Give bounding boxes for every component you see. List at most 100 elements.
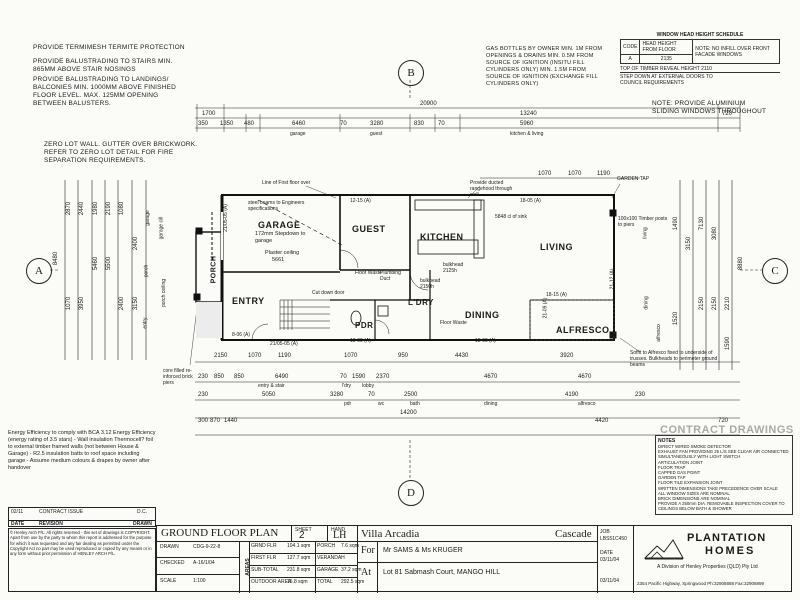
legend-item-5: GARDEN TAP bbox=[658, 475, 686, 481]
job-number: LBS51C450 bbox=[600, 536, 627, 542]
stair-balustrade-note: PROVIDE BALUSTRADING TO STAIRS MIN. 865M… bbox=[33, 58, 173, 73]
drawn-label: DRAWN bbox=[160, 544, 179, 550]
revision-table: 02/11 CONTRACT ISSUE D.C. DATE REVISION … bbox=[8, 507, 156, 527]
dim-bot3-6: 230 bbox=[635, 392, 646, 398]
dim-bot4-1: 870 bbox=[210, 418, 221, 424]
dim-top3-1: 1070 bbox=[568, 171, 582, 177]
dim-top2-8: 5960 bbox=[520, 121, 534, 127]
dim-top2-4: 70 bbox=[340, 121, 347, 127]
for-label: For bbox=[361, 545, 375, 556]
gas-bottle-note: GAS BOTTLES BY OWNER MIN. 1M FROM OPENIN… bbox=[486, 46, 603, 87]
ws-step-down: STEP DOWN AT EXTERNAL DOORS TO COUNCIL R… bbox=[620, 74, 713, 86]
area-r1-c0: FIRST FLR bbox=[251, 555, 277, 561]
client-name: Mr SAMS & Ms KRUGER bbox=[383, 547, 463, 554]
drawn-value: CDG-9-22-8 bbox=[193, 544, 221, 550]
ws-top-of-timber: TOP OF TIMBER REVEAL HEIGHT 2110 bbox=[620, 66, 780, 73]
dim-left-6: 1070 bbox=[66, 296, 73, 311]
company-address: 2354 Pacific Highway, Springwood Ph:3290… bbox=[637, 581, 765, 586]
sink-note: 5848 cl of sink bbox=[495, 214, 527, 220]
area-r0-c2: PORCH bbox=[317, 543, 336, 549]
design-name: Villa Arcadia bbox=[361, 528, 420, 540]
title-block: GROUND FLOOR PLAN SHEET 2 HAND LH Villa … bbox=[156, 525, 792, 593]
rev-row1-text: CONTRACT ISSUE bbox=[39, 509, 84, 515]
legend-item-6: FLOOR TILE EXPANSION JOINT bbox=[658, 480, 723, 486]
dim-bot1-0: 2150 bbox=[214, 353, 228, 359]
sheet-label: SHEET bbox=[295, 527, 312, 533]
timber-posts-note: 100x100 Timber posts to piers bbox=[618, 216, 668, 228]
dim-lbl-alfresco: alfresco bbox=[578, 401, 596, 407]
dim-left-lbl-entry: entry bbox=[142, 317, 149, 329]
dim-left-lbl-porch-ceiling: porch ceiling bbox=[161, 278, 168, 308]
rev-hdr-date: DATE bbox=[11, 521, 25, 527]
dim-top-13240: 13240 bbox=[520, 111, 537, 117]
dim-left-4: 2190 bbox=[106, 201, 113, 216]
dim-lbl-pdr: pdr bbox=[344, 401, 352, 407]
ws-col-note: NOTE: NO INFILL OVER FRONT FACADE WINDOW… bbox=[692, 39, 780, 64]
area-r0-c3: 7.6 sqm bbox=[341, 543, 359, 549]
dim-bot1-2: 1190 bbox=[278, 353, 291, 359]
dim-bot1-4: 950 bbox=[398, 353, 409, 359]
dim-right-lbl-dining: dining bbox=[643, 296, 650, 310]
dim-bot3-3: 70 bbox=[368, 392, 375, 398]
hand-value: LH bbox=[333, 530, 347, 541]
dim-lbl-wc: wc bbox=[378, 401, 385, 407]
rev-row1-date: 02/11 bbox=[11, 509, 24, 515]
dim-right-8: 3080 bbox=[712, 226, 719, 241]
dim-bot4-5: 720 bbox=[718, 418, 729, 424]
first-floor-line-note: Line of First floor over bbox=[262, 180, 311, 186]
dim-bot1-6: 3920 bbox=[560, 353, 574, 359]
legend-item-0: DIRECT WIRED SMOKE DETECTOR bbox=[658, 444, 731, 449]
dim-left-8: 5460 bbox=[93, 256, 100, 271]
dim-left-11: 2400 bbox=[133, 236, 140, 251]
legend-box: NOTES DIRECT WIRED SMOKE DETECTOR EXHAUS… bbox=[655, 435, 793, 515]
legend-item-4: CAPPED GAS POINT bbox=[658, 470, 701, 476]
dim-right-0: 1490 bbox=[673, 216, 680, 231]
dim-right-5: 2150 bbox=[699, 296, 706, 311]
dim-left-lbl-garage-cill: garage cill bbox=[158, 216, 165, 240]
dim-overall-top: 20900 bbox=[420, 101, 437, 107]
dim-bot2-0: 230 bbox=[198, 374, 209, 380]
dim-bot2-7: 4670 bbox=[484, 374, 498, 380]
dim-lbl-dining: dining bbox=[484, 401, 498, 407]
garage-ceiling-value: 5661 bbox=[272, 257, 285, 263]
dim-lbl-entry-stair: entry & stair bbox=[258, 383, 285, 389]
dim-right-lbl-living: living bbox=[642, 227, 649, 239]
garage-ceiling-label: Plaster ceiling bbox=[265, 250, 300, 256]
rev-hdr-revision: REVISION bbox=[39, 521, 63, 527]
window-code-8: 18-09 (A) bbox=[475, 338, 496, 344]
plantation-logo-icon bbox=[643, 539, 684, 560]
room-kitchen: KITCHEN bbox=[420, 232, 464, 242]
windows-note: NOTE: PROVIDE ALUMINIUM SLIDING WINDOWS … bbox=[652, 100, 767, 115]
dim-bot2-2: 850 bbox=[234, 374, 245, 380]
legend-item-9: BRICK DIMENSIONS ARE NOMINAL bbox=[658, 496, 731, 502]
room-garage: GARAGE bbox=[258, 220, 301, 230]
dim-bot3-5: 4190 bbox=[565, 392, 579, 398]
dim-top2-3: 6460 bbox=[292, 121, 306, 127]
dim-top2-0: 350 bbox=[198, 121, 209, 127]
dim-left-lbl-porch: porch bbox=[143, 264, 150, 278]
ws-height: 2135 bbox=[639, 54, 694, 64]
date-value-2: 03/11/04 bbox=[600, 578, 620, 584]
dim-left-5: 1080 bbox=[119, 201, 126, 216]
window-schedule-title: WINDOW HEAD HEIGHT SCHEDULE bbox=[656, 32, 744, 38]
copyright-note: © Henley Arch P/L. All rights reserved -… bbox=[8, 528, 156, 592]
window-code-3: 18-15 (A) bbox=[546, 292, 567, 298]
steel-beam-note: steel beams to Engineers specifications bbox=[248, 200, 305, 212]
dim-top2-5: 3280 bbox=[370, 121, 384, 127]
plan-title: GROUND FLOOR PLAN bbox=[161, 527, 279, 539]
dim-lbl-bath: bath bbox=[410, 401, 420, 407]
dim-left-3: 1980 bbox=[93, 201, 100, 216]
window-code-4: 21-09 (A) bbox=[542, 297, 549, 319]
dim-top2-6: 830 bbox=[414, 121, 425, 127]
window-code-7: 21/05-05 (A) bbox=[222, 204, 229, 232]
ws-code: A bbox=[619, 54, 641, 64]
at-label: At bbox=[361, 567, 371, 578]
dim-left-7: 3950 bbox=[79, 296, 86, 311]
floor-waste-label-2: Floor Waste bbox=[440, 320, 467, 326]
checked-label: CHECKED bbox=[160, 560, 185, 566]
area-r3-c2: TOTAL bbox=[317, 579, 333, 585]
dim-top-720: 720 bbox=[722, 111, 733, 117]
room-entry: ENTRY bbox=[232, 296, 265, 306]
window-schedule: WINDOW HEAD HEIGHT SCHEDULE CODE HEAD HE… bbox=[619, 32, 780, 86]
energy-efficiency-note: Energy Efficiency to comply with BCA 3.1… bbox=[8, 430, 156, 471]
